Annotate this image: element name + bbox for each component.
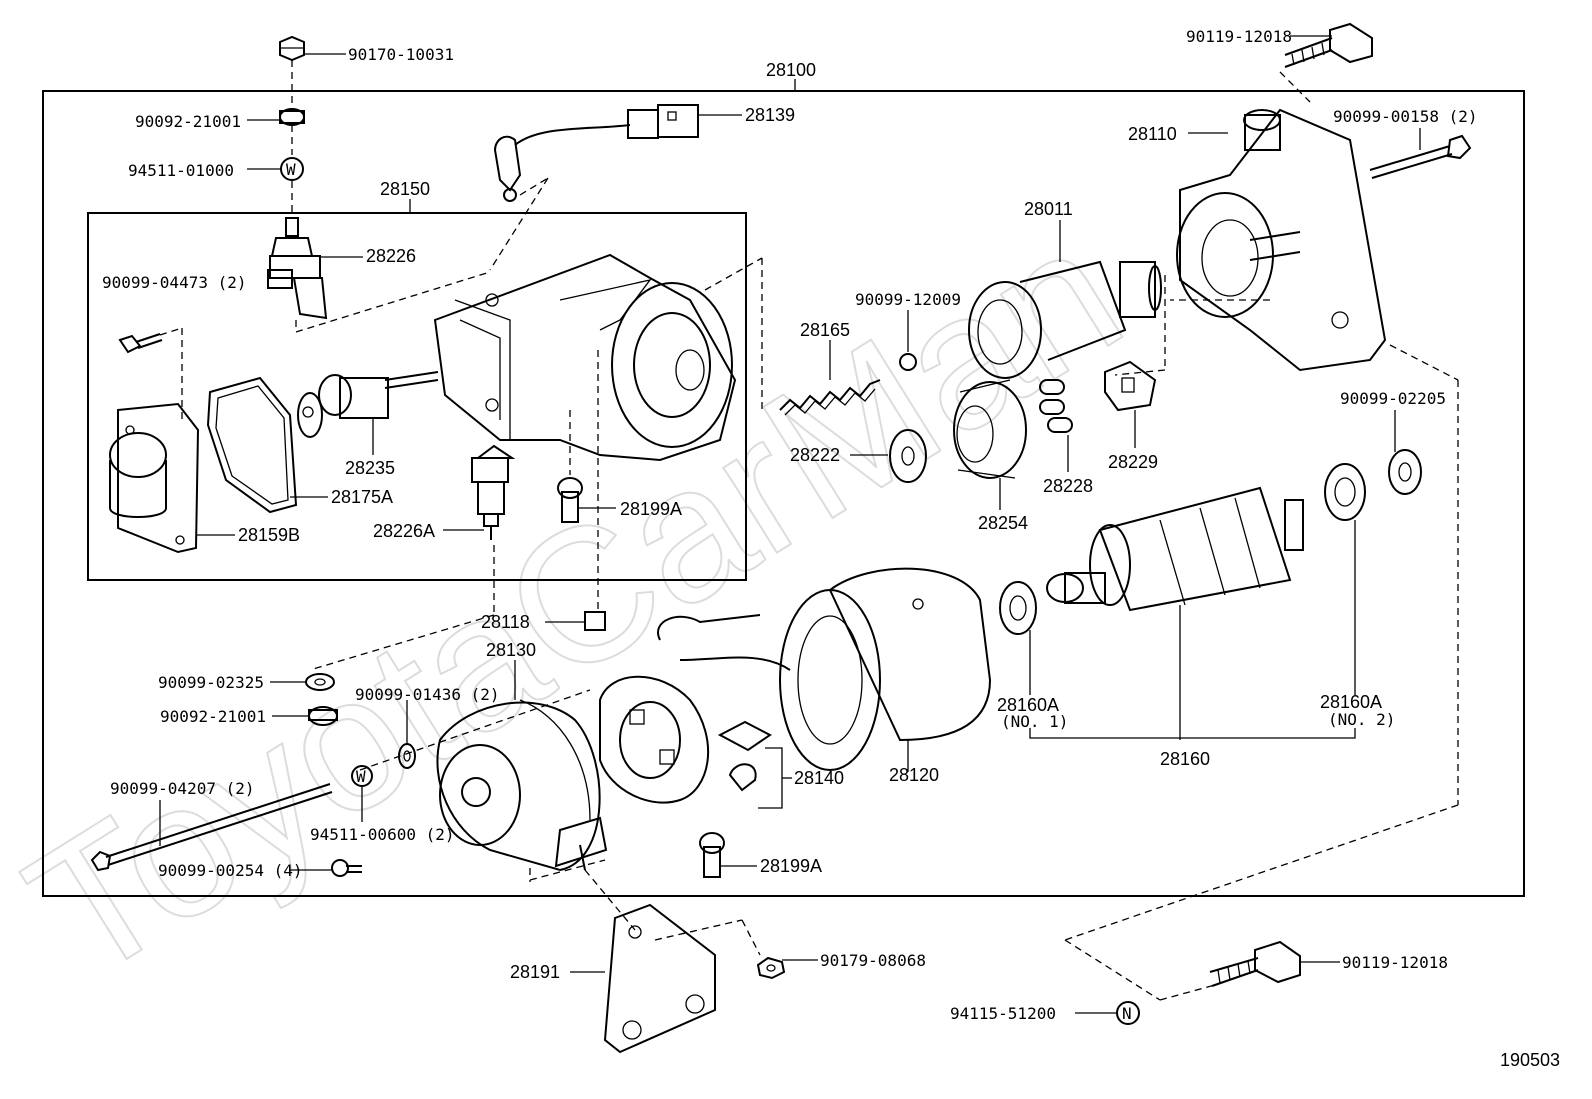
label-90099-12009: 90099-12009 (855, 290, 961, 309)
ball-90099-12009 (899, 353, 917, 371)
bearing-28160A-no2 (1324, 463, 1366, 521)
bearing-28160A-no1 (999, 581, 1037, 635)
label-28228: 28228 (1043, 476, 1093, 496)
label-90170-10031: 90170-10031 (348, 45, 454, 64)
label-94115-51200: 94115-51200 (950, 1004, 1056, 1023)
label-94511-00600: 94511-00600 (2) (310, 825, 455, 844)
retainer-28229 (1104, 360, 1157, 412)
label-90179-08068: 90179-08068 (820, 951, 926, 970)
label-28165: 28165 (800, 320, 850, 340)
label-90099-04473: 90099-04473 (2) (102, 273, 247, 292)
gasket-28175A (206, 376, 298, 514)
label-28120: 28120 (889, 765, 939, 785)
nut-90170-10031 (279, 35, 305, 62)
washer-28222 (889, 429, 927, 483)
screw-90099-00254 (331, 859, 362, 877)
nut-94115-51200: N (1116, 1001, 1140, 1025)
spring-28165 (779, 379, 881, 416)
label-90099-00158: 90099-00158 (2) (1333, 107, 1478, 126)
label-28160: 28160 (1160, 749, 1210, 769)
label-28150: 28150 (380, 179, 430, 199)
label-28118: 28118 (481, 612, 530, 632)
housing-28110 (1176, 108, 1387, 372)
clutch-28011 (968, 260, 1162, 379)
cover-28159B (109, 402, 200, 554)
nut-marker-n: N (1122, 1004, 1132, 1023)
label-94511-01000: 94511-01000 (128, 161, 234, 180)
rollers-28228 (1039, 379, 1073, 433)
label-28140: 28140 (794, 768, 844, 788)
label-28159B: 28159B (238, 525, 300, 545)
label-28226A: 28226A (373, 521, 435, 541)
bolt-90119-12018-top (1284, 22, 1373, 68)
brush-holder (599, 675, 710, 804)
label-28222: 28222 (790, 445, 840, 465)
yoke-28120 (657, 567, 992, 771)
nut-90092-21001-top (279, 108, 305, 126)
bracket-28191 (603, 903, 716, 1054)
brush-28140 (717, 720, 772, 792)
label-90119-12018-bottom: 90119-12018 (1342, 953, 1448, 972)
label-90099-02205: 90099-02205 (1340, 389, 1446, 408)
label-28160A-no2: 28160A (1320, 692, 1382, 712)
label-28226: 28226 (366, 246, 416, 266)
label-28199A-bottom: 28199A (760, 856, 822, 876)
label-28011: 28011 (1024, 199, 1073, 219)
washer-94511-01000: W (280, 157, 304, 181)
through-bolt-90099-04207 (90, 783, 333, 872)
label-28254: 28254 (978, 513, 1028, 533)
label-90099-01436: 90099-01436 (2) (355, 685, 500, 704)
cap-28118 (584, 611, 606, 631)
label-90099-02325: 90099-02325 (158, 673, 264, 692)
washer-marker-w-lower: W (356, 767, 366, 786)
label-28160A-no1: 28160A (997, 695, 1059, 715)
label-28139: 28139 (745, 105, 795, 125)
terminal-28226A (471, 444, 516, 540)
end-frame-28130 (436, 699, 608, 872)
gear-28254 (953, 379, 1027, 479)
label-28199A-top: 28199A (620, 499, 682, 519)
label-90119-12018-top: 90119-12018 (1186, 27, 1292, 46)
label-90092-21001-bottom: 90092-21001 (160, 707, 266, 726)
label-90092-21001-top: 90092-21001 (135, 112, 241, 131)
label-28100: 28100 (766, 60, 816, 80)
solenoid-housing (433, 253, 737, 462)
bolt-90099-00158 (1369, 134, 1472, 179)
label-28160A-no2-sub: (NO. 2) (1328, 710, 1395, 729)
label-28235: 28235 (345, 458, 395, 478)
washer-90099-02205 (1388, 449, 1422, 495)
armature-28160 (1046, 486, 1304, 612)
label-28175A: 28175A (331, 487, 393, 507)
label-28160A-no1-sub: (NO. 1) (1001, 712, 1068, 731)
nut-90179-08068 (756, 956, 786, 980)
label-28130: 28130 (486, 640, 536, 660)
diagram-id: 190503 (1500, 1050, 1560, 1070)
bolt-28199A-bottom (699, 832, 725, 878)
terminal-28226 (267, 217, 328, 320)
washer-marker-w: W (286, 160, 296, 179)
subassembly-frame-28150 (87, 212, 747, 581)
label-28229: 28229 (1108, 452, 1158, 472)
label-90099-00254: 90099-00254 (4) (158, 861, 303, 880)
assembly-frame-28100 (42, 90, 1525, 897)
lead-wire-28139 (493, 104, 699, 202)
plunger-28235 (297, 371, 439, 438)
bolt-28199A-top (557, 477, 583, 523)
screw-90099-04473 (118, 333, 163, 354)
label-28191: 28191 (510, 962, 560, 982)
label-28110: 28110 (1128, 124, 1177, 144)
label-90099-04207: 90099-04207 (2) (110, 779, 255, 798)
bolt-90119-12018-bottom (1209, 940, 1301, 987)
watermark: ToyotaCarMan (0, 185, 1155, 1020)
